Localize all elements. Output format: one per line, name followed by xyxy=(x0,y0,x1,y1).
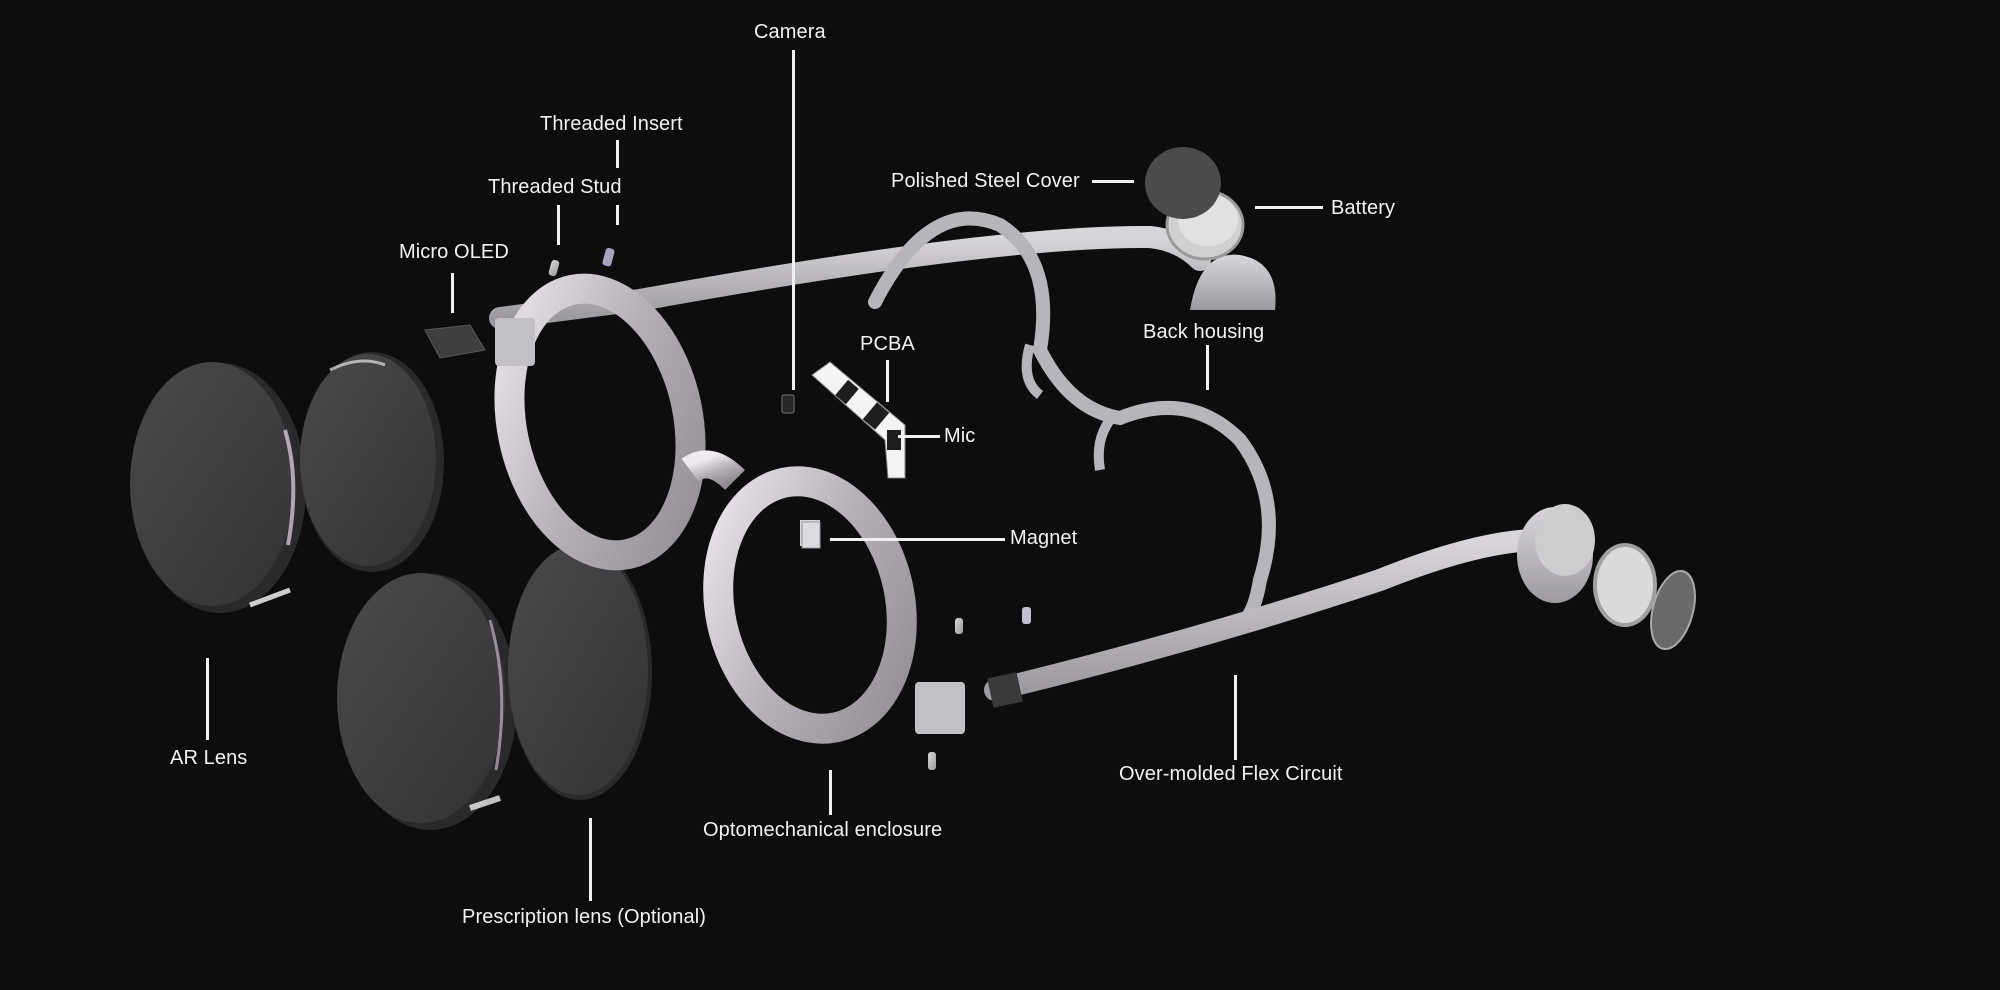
leader-threaded-insert xyxy=(616,140,619,168)
ar-lens-right-disc xyxy=(300,352,444,572)
label-back-housing: Back housing xyxy=(1143,321,1265,343)
prescription-lens-left-disc xyxy=(337,573,517,830)
label-camera: Camera xyxy=(754,21,826,43)
arm-end-battery xyxy=(1593,543,1657,627)
over-molded-flex-circuit-arm xyxy=(984,529,1551,708)
label-battery: Battery xyxy=(1331,197,1396,219)
ar-lens-left-disc xyxy=(130,362,306,613)
label-threaded-insert: Threaded Insert xyxy=(540,113,683,135)
leader-micro-oled xyxy=(451,273,454,313)
label-mic: Mic xyxy=(944,425,976,447)
label-magnet: Magnet xyxy=(1010,527,1078,549)
leader-ar-lens xyxy=(206,658,209,740)
leader-camera xyxy=(792,50,795,390)
hinge-stud-3 xyxy=(928,752,936,770)
label-threaded-stud: Threaded Stud xyxy=(488,176,622,198)
leader-back-housing xyxy=(1206,345,1209,390)
label-micro-oled: Micro OLED xyxy=(399,241,509,263)
camera-part xyxy=(781,394,795,414)
leader-magnet xyxy=(830,538,1005,541)
label-ar-lens: AR Lens xyxy=(170,747,248,769)
leader-flex-circuit xyxy=(1234,675,1237,760)
label-over-molded-flex-circuit: Over-molded Flex Circuit xyxy=(1119,763,1343,785)
leader-prescription-lens xyxy=(589,818,592,901)
prescription-lens-right-disc xyxy=(508,544,652,800)
pcba-part xyxy=(811,361,906,479)
label-polished-steel-cover: Polished Steel Cover xyxy=(891,170,1080,192)
back-frame xyxy=(868,211,1276,627)
threaded-insert-part xyxy=(602,247,615,267)
polished-steel-cover-part xyxy=(1145,147,1221,219)
label-prescription-lens: Prescription lens (Optional) xyxy=(462,906,707,928)
leader-threaded-stud xyxy=(557,205,560,245)
front-frame xyxy=(489,225,1211,744)
hinge-stud-1 xyxy=(955,618,963,634)
leader-polished-steel-cover xyxy=(1092,180,1134,183)
arm-end-housing xyxy=(1517,504,1595,603)
label-optomechanical-enclosure: Optomechanical enclosure xyxy=(703,819,943,841)
leader-optomechanical xyxy=(829,770,832,815)
micro-oled-part xyxy=(424,324,486,359)
leader-battery xyxy=(1255,206,1323,209)
label-pcba: PCBA xyxy=(860,333,915,355)
leader-mic xyxy=(898,435,940,438)
threaded-stud-part xyxy=(548,259,560,277)
hinge-stud-2 xyxy=(1022,607,1031,624)
arm-end-cover xyxy=(1650,570,1696,650)
magnet-part xyxy=(801,521,821,549)
leader-pcba xyxy=(886,360,889,402)
back-housing-part xyxy=(1190,254,1276,310)
leader-threaded-insert-lower xyxy=(616,205,619,225)
